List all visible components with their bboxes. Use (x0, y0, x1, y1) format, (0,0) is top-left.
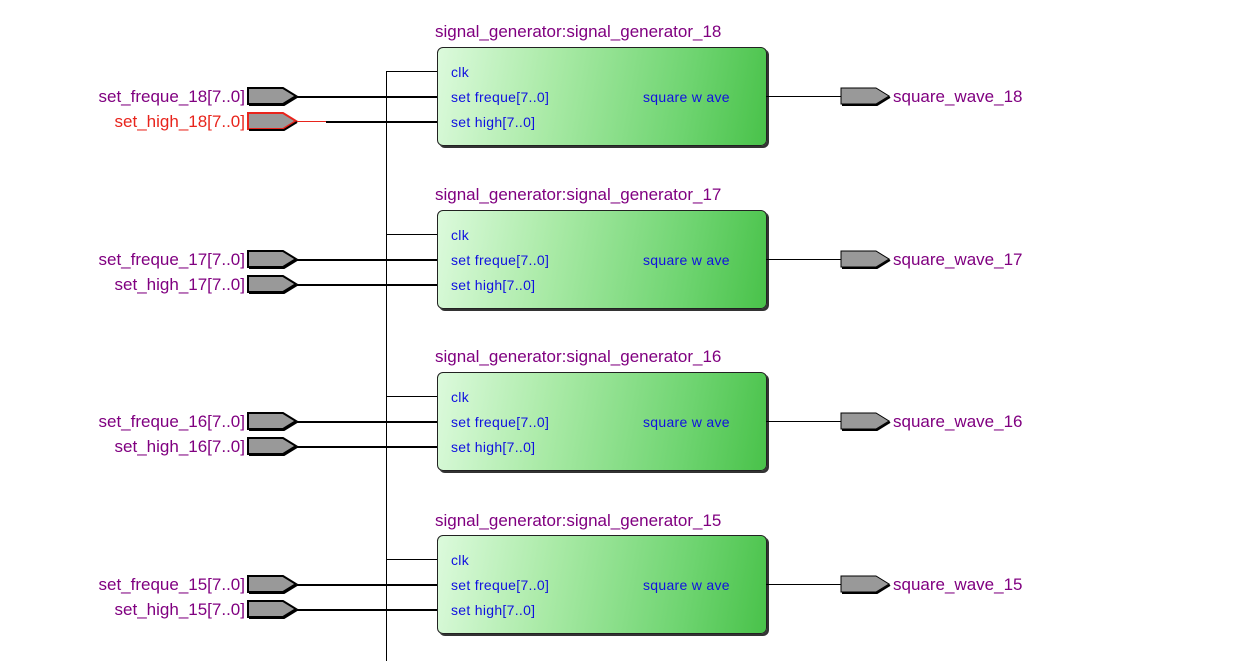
port-set-freque: set freque[7..0] (451, 252, 550, 268)
port-set-high: set high[7..0] (451, 277, 536, 293)
high-wire (326, 121, 437, 123)
input-pin-icon[interactable] (247, 412, 299, 432)
input-pin-icon[interactable] (247, 87, 299, 107)
input-pin-icon[interactable] (247, 437, 299, 457)
input-pin-label: set_freque_17[7..0] (98, 250, 245, 269)
high-wire (297, 609, 437, 611)
port-clk: clk (451, 389, 470, 405)
clk-wire (386, 234, 437, 235)
clk-wire (386, 71, 437, 72)
output-pin-icon[interactable] (840, 575, 892, 595)
high-wire (297, 446, 437, 448)
signal-generator-block[interactable]: clk set freque[7..0] set high[7..0] squa… (437, 535, 767, 634)
output-pin-label: square_wave_15 (893, 575, 1023, 594)
clk-wire (386, 559, 437, 560)
port-clk: clk (451, 552, 470, 568)
output-wire (766, 421, 841, 422)
output-wire (766, 259, 841, 260)
input-pin-label: set_freque_15[7..0] (98, 575, 245, 594)
output-pin-label: square_wave_17 (893, 250, 1023, 269)
port-set-high: set high[7..0] (451, 114, 536, 130)
module-title: signal_generator:signal_generator_18 (435, 22, 722, 41)
port-set-freque: set freque[7..0] (451, 414, 550, 430)
output-pin-icon[interactable] (840, 87, 892, 107)
high-wire-highlighted (297, 121, 326, 122)
output-pin-label: square_wave_18 (893, 87, 1023, 106)
port-set-freque: set freque[7..0] (451, 89, 550, 105)
signal-generator-block[interactable]: clk set freque[7..0] set high[7..0] squa… (437, 210, 767, 309)
high-wire (297, 284, 437, 286)
freque-wire (297, 421, 437, 423)
input-pin-icon[interactable] (247, 275, 299, 295)
port-set-high: set high[7..0] (451, 439, 536, 455)
input-pin-icon[interactable] (247, 575, 299, 595)
signal-generator-block[interactable]: clk set freque[7..0] set high[7..0] squa… (437, 47, 767, 146)
port-set-high: set high[7..0] (451, 602, 536, 618)
input-pin-label-highlighted: set_high_18[7..0] (114, 112, 245, 131)
freque-wire (297, 584, 437, 586)
freque-wire (297, 96, 437, 98)
clock-bus-wire[interactable] (386, 71, 387, 661)
module-title: signal_generator:signal_generator_17 (435, 185, 722, 204)
port-clk: clk (451, 227, 470, 243)
output-wire (766, 584, 841, 585)
output-pin-icon[interactable] (840, 412, 892, 432)
input-pin-icon[interactable] (247, 250, 299, 270)
port-square-wave: square w ave (643, 414, 730, 430)
clk-wire (386, 396, 437, 397)
signal-generator-block[interactable]: clk set freque[7..0] set high[7..0] squa… (437, 372, 767, 471)
port-square-wave: square w ave (643, 577, 730, 593)
port-set-freque: set freque[7..0] (451, 577, 550, 593)
output-pin-label: square_wave_16 (893, 412, 1023, 431)
module-title: signal_generator:signal_generator_16 (435, 347, 722, 366)
port-square-wave: square w ave (643, 252, 730, 268)
input-pin-label: set_freque_18[7..0] (98, 87, 245, 106)
input-pin-icon[interactable] (247, 112, 299, 132)
module-title: signal_generator:signal_generator_15 (435, 511, 722, 530)
output-wire (766, 96, 841, 97)
input-pin-label: set_high_17[7..0] (114, 275, 245, 294)
port-clk: clk (451, 64, 470, 80)
port-square-wave: square w ave (643, 89, 730, 105)
input-pin-label: set_high_15[7..0] (114, 600, 245, 619)
input-pin-label: set_freque_16[7..0] (98, 412, 245, 431)
input-pin-icon[interactable] (247, 600, 299, 620)
freque-wire (297, 259, 437, 261)
input-pin-label: set_high_16[7..0] (114, 437, 245, 456)
output-pin-icon[interactable] (840, 250, 892, 270)
